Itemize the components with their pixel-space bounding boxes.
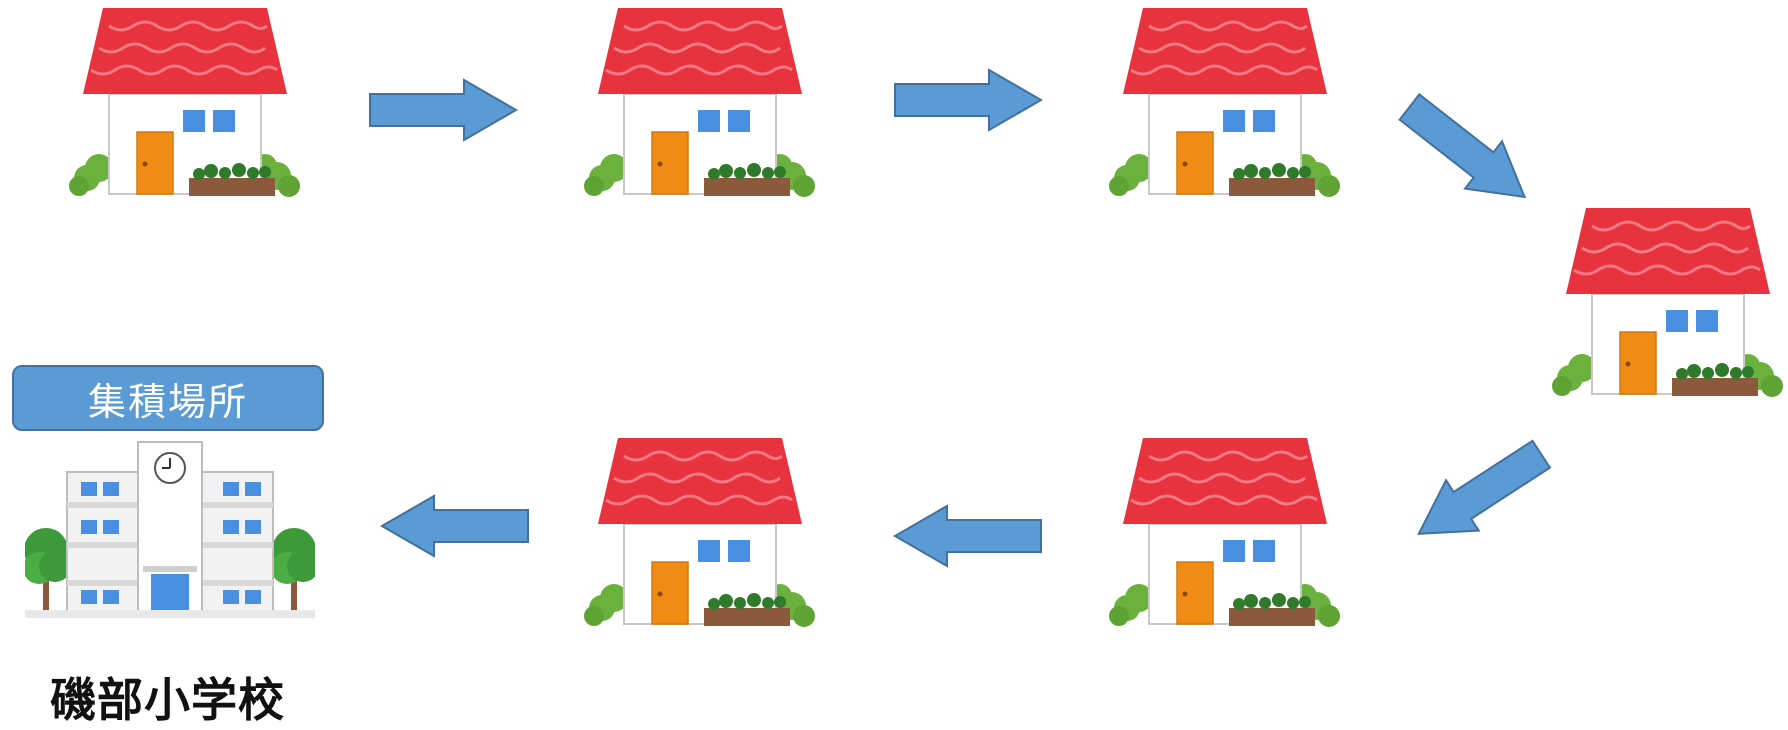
arrow-icon: [893, 68, 1043, 132]
house-icon: [580, 8, 820, 198]
house-icon: [1105, 8, 1345, 198]
school-icon: [25, 440, 315, 618]
house-icon: [1548, 208, 1788, 398]
arrow-icon: [1388, 81, 1546, 224]
house-icon: [1105, 438, 1345, 628]
school-name: 磯部小学校: [50, 664, 285, 730]
arrow-icon: [368, 78, 518, 142]
arrow-icon: [380, 494, 530, 558]
house-icon: [580, 438, 820, 628]
collection-point-label: 集積場所: [12, 365, 324, 431]
arrow-icon: [893, 504, 1043, 568]
arrow-icon: [1400, 426, 1561, 561]
house-icon: [65, 8, 305, 198]
